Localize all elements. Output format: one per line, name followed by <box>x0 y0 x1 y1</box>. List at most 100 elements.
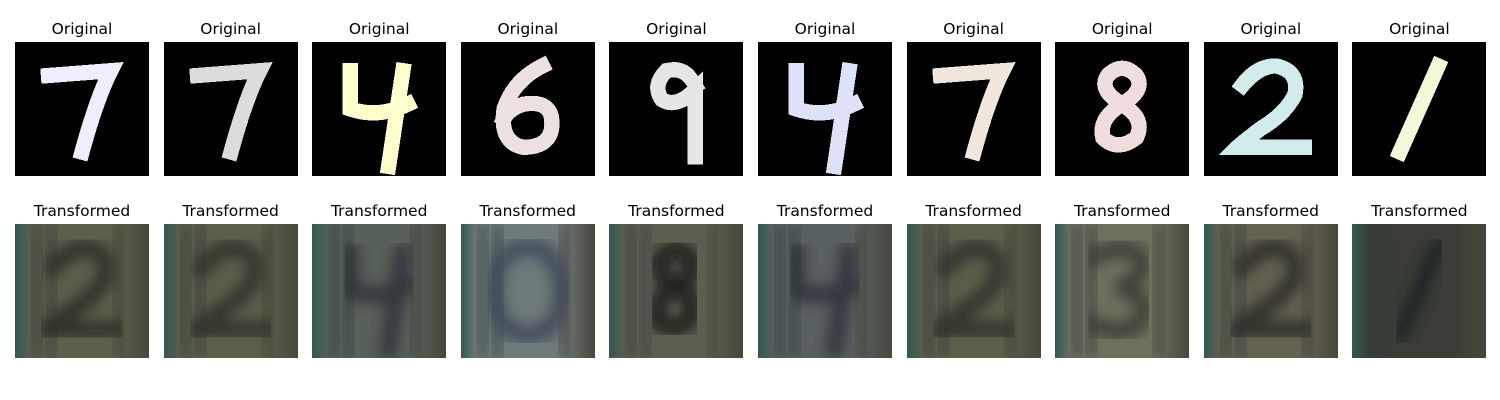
texture-band <box>937 224 949 358</box>
digit-stroke <box>650 62 706 165</box>
texture-band <box>1234 224 1246 358</box>
texture-band <box>1086 224 1097 358</box>
original-panel: Original <box>460 18 595 194</box>
transformed-panel: Transformed <box>163 200 298 376</box>
transformed-panel: Transformed <box>609 200 744 376</box>
texture-band <box>1220 224 1232 358</box>
transformed-panel: Transformed <box>906 200 1041 376</box>
svhn-image <box>460 224 595 358</box>
texture-band <box>774 224 786 358</box>
digit-stroke <box>1388 236 1450 346</box>
panel-title: Transformed <box>33 202 131 220</box>
svhn-image <box>163 224 298 358</box>
digit-stroke <box>647 241 703 336</box>
panel-title: Original <box>1240 20 1302 38</box>
transformed-panel: Transformed <box>1352 200 1487 376</box>
original-panel: Original <box>1352 18 1487 194</box>
transformed-panel: Transformed <box>15 200 149 376</box>
digit-stroke <box>1094 60 1147 153</box>
digit-image <box>15 42 149 176</box>
digit-stroke <box>188 62 273 162</box>
panel-title: Original <box>497 20 559 38</box>
svhn-image <box>1203 224 1338 358</box>
digit-image <box>758 42 892 176</box>
texture-band <box>1153 224 1164 358</box>
original-panel: Original <box>1055 18 1190 194</box>
original-panel: Original <box>1203 18 1338 194</box>
digit-image <box>1055 42 1190 176</box>
digit-image <box>1203 42 1338 176</box>
digit-stroke <box>919 239 1016 338</box>
panel-title: Transformed <box>1222 202 1320 220</box>
texture-band <box>180 224 191 358</box>
svhn-image <box>312 224 447 358</box>
texture-band <box>1301 224 1313 358</box>
texture-band <box>194 224 206 358</box>
digit-image <box>460 42 595 176</box>
panel-title: Original <box>943 20 1004 38</box>
digit-stroke <box>1081 240 1153 340</box>
digit-stroke <box>342 62 419 176</box>
panel-title: Original <box>1389 20 1450 38</box>
original-panel: Original <box>163 18 298 194</box>
transformed-panel: Transformed <box>758 200 892 376</box>
original-panel: Original <box>312 18 447 194</box>
texture-band <box>1369 224 1380 358</box>
panel-title: Original <box>348 20 410 38</box>
original-panel: Original <box>906 18 1041 194</box>
digit-stroke <box>1218 58 1312 155</box>
digit-stroke <box>493 55 560 155</box>
panel-title: Original <box>646 20 707 38</box>
texture-band <box>923 224 934 358</box>
texture-band <box>31 224 43 358</box>
texture-band <box>640 224 652 358</box>
texture-band <box>1383 224 1395 358</box>
svhn-image <box>1055 224 1190 358</box>
digit-stroke <box>176 239 273 338</box>
texture-band <box>1450 224 1462 358</box>
panel-title: Original <box>794 20 856 38</box>
digit-stroke <box>787 242 866 358</box>
digit-image <box>312 42 447 176</box>
digit-image <box>163 42 298 176</box>
digit-stroke <box>931 62 1016 162</box>
original-panel: Original <box>609 18 744 194</box>
texture-band <box>113 224 124 358</box>
svhn-image <box>906 224 1041 358</box>
panel-title: Transformed <box>182 202 279 220</box>
svhn-image <box>15 224 149 358</box>
texture-band <box>1004 224 1016 358</box>
panel-title: Transformed <box>925 202 1022 220</box>
transformed-panel: Transformed <box>1055 200 1190 376</box>
digit-image <box>609 42 744 176</box>
original-panel: Original <box>758 18 892 194</box>
texture-band <box>1071 224 1083 358</box>
svhn-image <box>609 224 744 358</box>
panel-title: Original <box>200 20 261 38</box>
texture-band <box>46 224 57 358</box>
texture-band <box>707 224 719 358</box>
texture-band <box>328 224 340 358</box>
panel-title: Transformed <box>330 202 428 220</box>
panel-title: Transformed <box>776 202 874 220</box>
digit-stroke <box>788 62 864 176</box>
svhn-image <box>1352 224 1487 358</box>
svhn-image <box>758 224 892 358</box>
transformed-row: Transformed Transformed Transformed Transfo… <box>15 200 1487 376</box>
texture-band <box>477 224 489 358</box>
texture-band <box>261 224 273 358</box>
digit-stroke <box>341 242 420 358</box>
digit-stroke <box>485 239 570 343</box>
original-row: Original Original Original Original Original… <box>15 18 1487 194</box>
panel-title: Transformed <box>628 202 725 220</box>
original-panel: Original <box>15 18 149 194</box>
panel-title: Transformed <box>1371 202 1468 220</box>
image-grid: Original Original Original Original Original… <box>15 0 1487 400</box>
digit-stroke <box>1216 239 1313 338</box>
transformed-panel: Transformed <box>1203 200 1338 376</box>
panel-title: Transformed <box>1073 202 1171 220</box>
digit-image <box>1352 42 1487 176</box>
panel-title: Original <box>51 20 113 38</box>
digit-image <box>906 42 1041 176</box>
transformed-panel: Transformed <box>460 200 595 376</box>
